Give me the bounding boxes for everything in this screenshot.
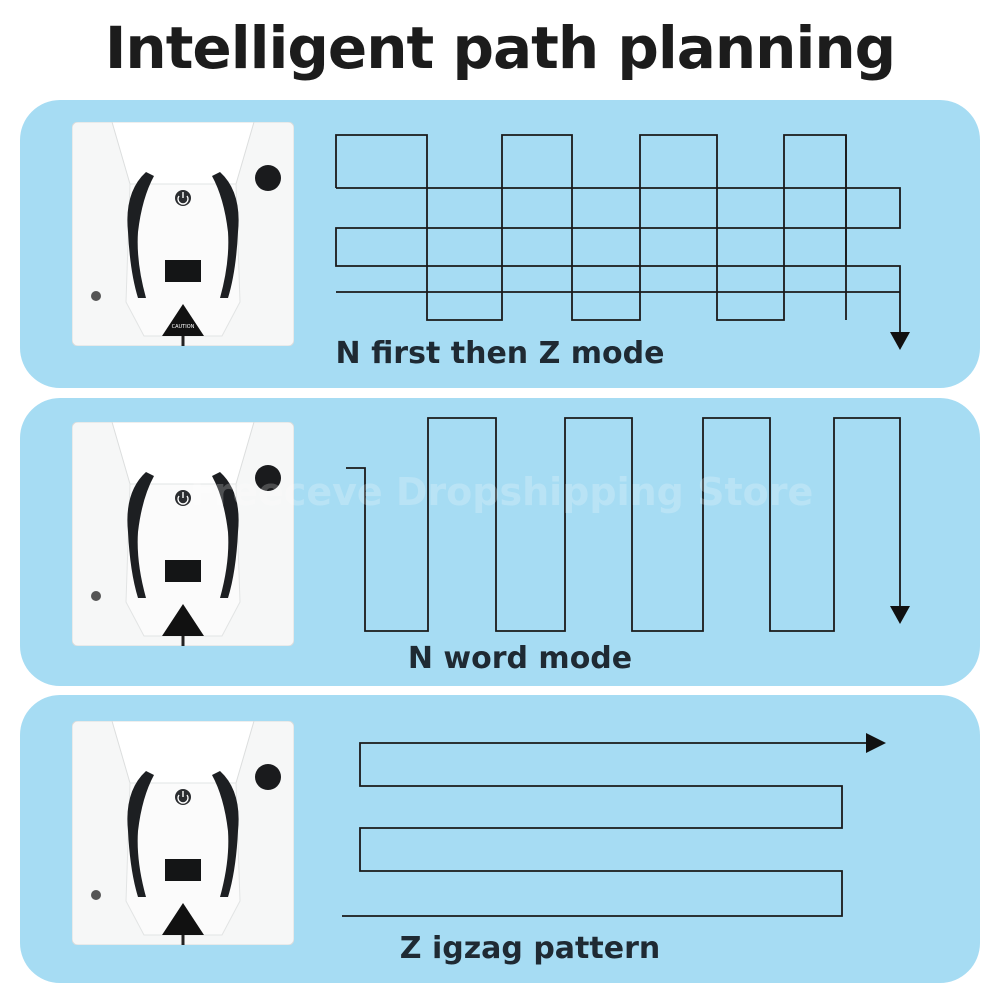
n-word-path-icon — [346, 417, 910, 632]
n-then-z-path-icon — [335, 134, 910, 350]
mode-panel-zigzag: Z igzag pattern — [20, 695, 980, 983]
caution-label: CAUTION — [172, 324, 195, 330]
mode-panel-n-then-z: CAUTION N first then Z mode — [20, 100, 980, 388]
mode-label: N word mode — [407, 641, 633, 676]
window-robot-image — [72, 721, 294, 945]
zigzag-path-icon — [342, 733, 886, 917]
window-robot-image — [72, 422, 294, 646]
page-title: Intelligent path planning — [104, 14, 896, 82]
mode-label: Z igzag pattern — [399, 931, 661, 966]
mode-panel-n-word: N word mode — [20, 398, 980, 686]
window-robot-image: CAUTION — [72, 122, 294, 346]
mode-label: N first then Z mode — [335, 336, 665, 371]
